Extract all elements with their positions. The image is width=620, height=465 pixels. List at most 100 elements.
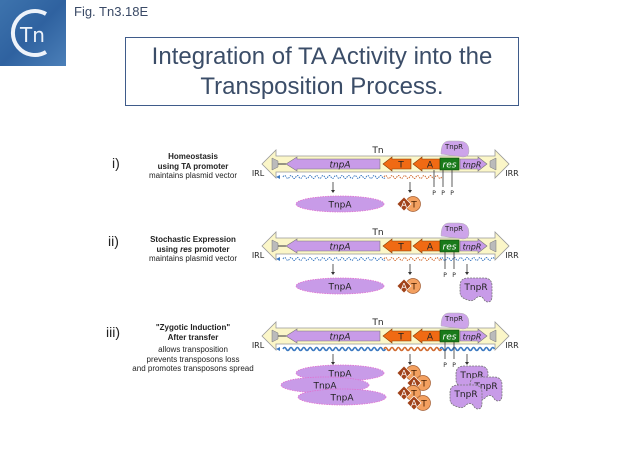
transcript-end-arrow: [276, 347, 280, 351]
antitoxin-protein-label: A: [401, 370, 408, 380]
irl-cap-icon: [271, 157, 279, 171]
antitoxin-protein-label: A: [411, 400, 418, 410]
tnpA-protein-label: TnpA: [327, 283, 352, 293]
toxin-protein-label: T: [410, 283, 417, 293]
tnpA-transcript: [282, 175, 386, 179]
row-1-title: Homeostasis: [168, 152, 218, 161]
irr-cap-icon: [489, 157, 497, 171]
tnpA-translation-arrow-head: [331, 362, 335, 365]
transcript-end-arrow: [276, 175, 280, 179]
tnpR-protein-label: TnpR: [473, 382, 497, 392]
row-3-desc-line: prevents transposons loss: [146, 354, 240, 364]
transcript-end-arrow: [276, 257, 280, 261]
row-1-description: Homeostasis using TA promoter maintains …: [128, 152, 258, 181]
irr-label: IRR: [505, 169, 519, 178]
tnpR-gene-label: tnpR: [463, 243, 482, 252]
antitoxin-protein: [396, 278, 412, 294]
tnpA-protein: [297, 388, 387, 406]
toxin-gene-arrow: [382, 328, 412, 344]
tn-label: Tn: [371, 318, 383, 328]
promoter-label: P: [443, 362, 447, 369]
irl-cap-icon: [271, 329, 279, 343]
antitoxin-protein: [406, 395, 422, 411]
res-label: res: [443, 161, 457, 171]
tnpR-bound-label: TnpR: [444, 315, 463, 323]
antitoxin-gene-label: A: [427, 243, 434, 253]
tnpR-gene-label: tnpR: [463, 161, 482, 170]
tnpR-translation-arrow-head: [465, 272, 469, 275]
tnpR-protein-label: TnpR: [459, 371, 483, 381]
antitoxin-protein-label: A: [401, 283, 408, 293]
row-2-description: Stochastic Expression using res promoter…: [128, 235, 258, 264]
tnpA-protein-label: TnpA: [327, 201, 352, 211]
toxin-protein-label: T: [420, 400, 427, 410]
tn-logo: Tn: [0, 0, 66, 66]
tnpR-gene-arrow: [459, 238, 488, 254]
toxin-gene-label: T: [397, 333, 404, 343]
antitoxin-protein: [396, 365, 412, 381]
irl-cap-icon: [271, 239, 279, 253]
row-3-title: "Zygotic Induction": [155, 323, 231, 332]
tnpA-protein-label: TnpA: [312, 382, 337, 392]
irl-label: IRL: [252, 341, 265, 350]
tnpA-translation-arrow-head: [331, 190, 335, 193]
row-1-number: i): [112, 155, 120, 171]
antitoxin-gene-label: A: [427, 161, 434, 171]
toxin-gene-label: T: [397, 161, 404, 171]
row-3-number: iii): [106, 324, 120, 340]
tnpA-gene-arrow: [285, 238, 381, 254]
logo-c-tn-icon: Tn: [10, 9, 48, 57]
tn-label: Tn: [371, 146, 383, 156]
toxin-gene-label: T: [397, 243, 404, 253]
tnpA-protein-label: TnpA: [329, 394, 354, 404]
row-3-subtitle: After transfer: [167, 332, 219, 342]
tnpR-gene-arrow: [459, 328, 488, 344]
promoter-label: P: [452, 272, 456, 279]
tnpR-transcript: [439, 257, 495, 261]
tnpR-protein-label: TnpR: [453, 390, 477, 400]
promoter-label: P: [452, 362, 456, 369]
toxin-protein-label: T: [420, 380, 427, 390]
tn-label: Tn: [371, 228, 383, 238]
res-label: res: [443, 333, 457, 343]
irr-label: IRR: [505, 251, 519, 260]
tnpR-gene-arrow: [459, 156, 488, 172]
antitoxin-protein-label: A: [401, 390, 408, 400]
irl-label: IRL: [252, 169, 265, 178]
tnpR-protein: [449, 384, 483, 410]
row-3-desc-line: and promotes transposons spread: [132, 364, 254, 373]
row-2-desc-line: maintains plasmid vector: [148, 254, 238, 263]
tnpA-transcript: [282, 257, 386, 261]
promoter-label: P: [441, 190, 445, 197]
promoter-label: P: [432, 190, 436, 197]
toxin-gene-arrow: [382, 238, 412, 254]
tnpA-translation-arrow-head: [331, 272, 335, 275]
ta-translation-arrow-head: [408, 362, 412, 365]
tnpR-translation-arrow-head: [465, 362, 469, 365]
tnpR-bound-protein: [440, 312, 470, 330]
tnpA-protein: [295, 277, 385, 295]
page-title: Integration of TA Activity into the Tran…: [152, 42, 493, 102]
title-line-2: Transposition Process.: [200, 72, 444, 100]
row-2-number: ii): [108, 233, 119, 249]
ta-transcript: [383, 257, 443, 261]
ta-transcript: [383, 346, 443, 352]
row-3-description: "Zygotic Induction" After transfer allow…: [128, 323, 258, 374]
tnpR-protein-label: TnpR: [463, 283, 487, 293]
tnpR-bound-label: TnpR: [444, 225, 463, 233]
row-2-subtitle: using res promoter: [156, 244, 230, 254]
row-1-subtitle: using TA promoter: [157, 161, 229, 171]
tnpR-bound-label: TnpR: [444, 143, 463, 151]
tnpA-protein: [295, 195, 385, 213]
tnpA-gene-label: tnpA: [329, 161, 350, 171]
irr-label: IRR: [505, 341, 519, 350]
tnpA-gene-arrow: [285, 156, 381, 172]
res-site: [439, 157, 460, 171]
res-site: [439, 239, 460, 253]
antitoxin-protein-label: A: [411, 380, 418, 390]
res-label: res: [443, 243, 457, 253]
ta-transcript: [383, 175, 443, 179]
antitoxin-protein: [396, 385, 412, 401]
promoter-label: P: [450, 190, 454, 197]
